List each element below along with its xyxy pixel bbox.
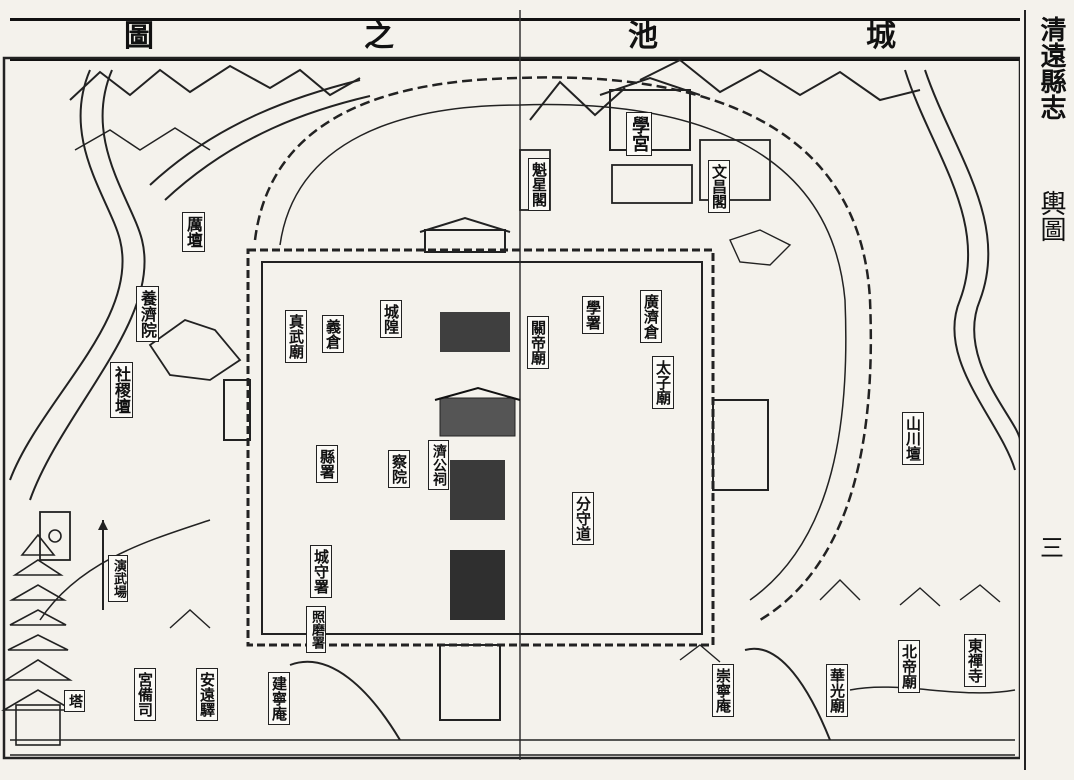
label-shanchuan-tan: 山川壇 [902,412,924,465]
label-guandi-miao: 關帝廟 [527,316,549,369]
yamen-main-hall [440,312,510,352]
label-li-tan: 厲壇 [182,212,205,252]
academy-gate [611,164,693,204]
drum-tower-block [439,397,516,437]
label-chengshou-shu: 城守署 [310,545,332,598]
tree-clusters [169,229,1001,663]
east-gate [712,399,769,491]
label-gongbei-si: 宮備司 [134,668,156,721]
label-fenshou-dao: 分守道 [572,492,594,545]
label-pagoda: 塔 [64,690,85,712]
pagoda-base [15,704,61,746]
label-xuegong: 學宮 [626,112,652,156]
wenchang-pavilion [699,139,771,201]
river-west-bank-1 [9,69,124,481]
river-east-bank-1 [904,69,1016,471]
mountain-range-right [639,58,921,102]
river-southeast [849,686,1016,694]
river-north-bank-1 [149,79,361,186]
page-number: 三 [1040,534,1064,562]
north-gate [424,229,506,253]
gazetteer-title: 清遠縣志 [1036,16,1066,120]
label-chongning-an: 崇寧庵 [712,664,734,717]
label-huaguang-miao: 華光廟 [826,664,848,717]
river-east-bank-2 [924,69,1020,441]
label-yangji-yuan: 養濟院 [136,286,159,342]
title-char-2: 池 [628,19,658,54]
label-jianning-an: 建寧庵 [268,672,290,725]
title-bar [10,18,1020,61]
label-dongchan-si: 東禪寺 [964,634,986,687]
river-north-bank-2 [164,95,371,201]
central-yamen-roofs [450,460,505,520]
label-sheji-tan: 社稷壇 [110,362,133,418]
label-chenghuang: 城隍 [380,300,402,338]
trees-south [450,550,505,620]
label-xianshu: 縣署 [316,445,338,483]
pagoda-tiers [1,533,75,711]
west-gate [223,379,251,441]
label-wenchang-ge: 文昌閣 [708,160,730,213]
label-yicang: 義倉 [322,315,344,353]
label-taizi-miao: 太子廟 [652,356,674,409]
river-west-bank-2 [29,69,146,501]
map-frame [2,56,1020,760]
side-margin-column [1024,10,1072,770]
section-title: 輿圖 [1036,190,1066,242]
label-xueshu: 學署 [582,296,604,334]
mountain-range-left [69,64,361,101]
bridge-southwest [289,660,401,741]
label-zhenwu-miao: 真武廟 [285,310,307,363]
bridge-southeast [744,647,831,741]
label-beidi-miao: 北帝廟 [898,640,920,693]
inner-moat-line [279,103,847,601]
city-wall-inner [261,261,703,635]
title-char-1: 城 [866,19,896,54]
label-chayuan: 察院 [388,450,410,488]
label-zhaomo-shu: 照磨署 [306,606,326,653]
label-kuixing-ge: 魁星閣 [528,158,550,211]
label-anyuan-yi: 安遠驛 [196,668,218,721]
banner-west [39,511,71,561]
hill-west [148,319,242,381]
label-yanwu-chang: 演武場 [108,555,128,602]
label-jigong-ci: 濟公祠 [428,440,449,490]
south-gate [439,644,501,721]
city-map-illustration [1,10,1020,760]
mountain-range-left-2 [74,127,211,151]
title-char-3: 之 [364,19,394,54]
outer-city-wall [253,76,873,622]
label-guangji-cang: 廣濟倉 [640,290,662,343]
title-char-4: 圖 [124,19,154,54]
